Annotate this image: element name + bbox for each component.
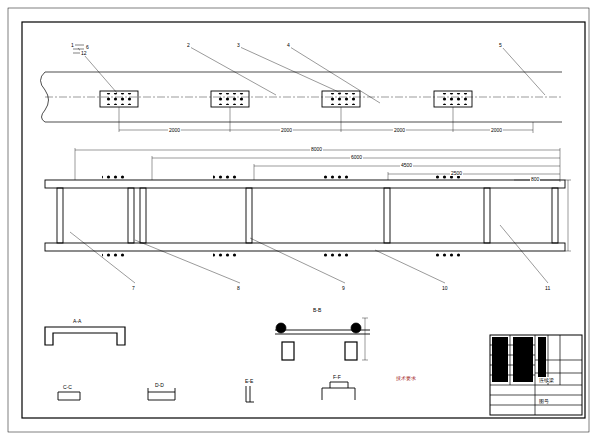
dimension-text: 2000 (393, 127, 406, 133)
section-label: E-E (244, 378, 254, 384)
callout-number: 2 (186, 42, 191, 48)
title-block-text: 连续梁 (538, 377, 555, 383)
callout-number: 7 (131, 285, 136, 291)
callout-number: 8 (236, 285, 241, 291)
callout-number: 11 (544, 285, 551, 291)
dimension-text: 2000 (490, 127, 503, 133)
callout-number: 12 (80, 50, 88, 56)
callout-number: 9 (341, 285, 346, 291)
callout-number: 5 (498, 42, 503, 48)
section-label: D-D (154, 382, 165, 388)
callout-number: 1 (70, 42, 75, 48)
dimension-text: 2000 (168, 127, 181, 133)
callout-number: 3 (236, 42, 241, 48)
title-block-text: 图号 (538, 398, 550, 404)
technical-note: 技术要求 (395, 375, 417, 381)
dimension-text: 2000 (280, 127, 293, 133)
callout-number: 4 (286, 42, 291, 48)
dimension-text: 4500 (400, 162, 413, 168)
dimension-text: 6000 (350, 154, 363, 160)
callout-number: 10 (441, 285, 449, 291)
section-label: A-A (72, 318, 82, 324)
dimension-text: 2500 (450, 170, 463, 176)
section-label: F-F (332, 374, 342, 380)
dimension-text: 8000 (310, 146, 323, 152)
section-label: B-B (312, 307, 322, 313)
dimension-text: 800 (530, 176, 540, 182)
section-label: C-C (62, 384, 73, 390)
